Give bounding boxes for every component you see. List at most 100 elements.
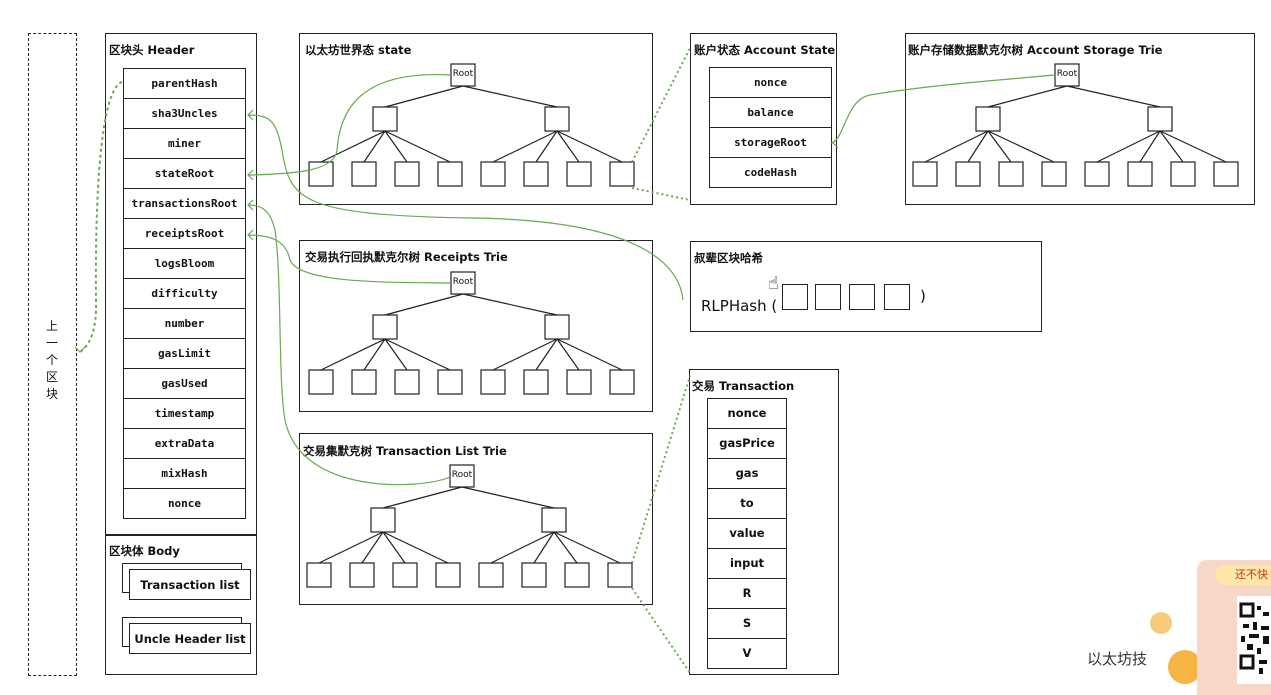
- tx-trie-edge: [382, 486, 463, 509]
- storage-trie-edge: [1096, 130, 1161, 163]
- arrowhead: [247, 229, 254, 241]
- block-body-panel: [105, 535, 257, 675]
- uncle-hash-slot: [815, 284, 841, 310]
- state-trie-leaf-node: [308, 161, 334, 187]
- receipts-trie-title: 交易执行回执默克尔树 Receipts Trie: [305, 250, 508, 264]
- state-trie-leaf-node: [480, 161, 506, 187]
- arrowhead: [247, 169, 254, 181]
- account-state-dotted-link: [631, 187, 691, 201]
- storage-trie-leaf-node: [1127, 161, 1153, 187]
- tx-trie-edge: [382, 531, 406, 564]
- state-trie-edge: [320, 130, 386, 163]
- parenthash-link: [79, 81, 123, 353]
- state-trie-root-label: Root: [452, 69, 474, 79]
- body-transaction-list: Transaction list: [129, 569, 251, 600]
- block-header-panel: [105, 33, 257, 535]
- storage-trie-root-label: Root: [1056, 69, 1078, 79]
- receipts-trie-leaf-node: [609, 369, 635, 395]
- header-field-mixhash: mixHash: [123, 458, 246, 489]
- arrowhead: [74, 346, 86, 353]
- header-field-difficulty: difficulty: [123, 278, 246, 309]
- state-trie-title: 以太坊世界态 state: [305, 43, 412, 57]
- header-field-extradata: extraData: [123, 428, 246, 459]
- transaction-dotted-link: [631, 375, 691, 564]
- state-trie-leaf-node: [351, 161, 377, 187]
- storage-trie-edge: [1139, 130, 1161, 163]
- receipts-trie-leaf-node: [351, 369, 377, 395]
- storage-trie-edge: [987, 130, 1055, 163]
- tx-trie-edge: [553, 531, 621, 564]
- account-state-dotted-link: [631, 47, 691, 163]
- receipts-trie-leaf-node: [394, 369, 420, 395]
- tx-trie-branch-node: [541, 507, 567, 533]
- receipts-trie-edge: [384, 338, 451, 371]
- receipts-trie-leaf-node: [308, 369, 334, 395]
- tx-trie-edge: [382, 531, 449, 564]
- tx-trie-branch-node: [370, 507, 396, 533]
- prev-label-char: 区: [45, 370, 58, 384]
- storageroot-link: [830, 74, 1056, 144]
- state-trie-branch-node: [544, 106, 570, 132]
- transaction-title: 交易 Transaction: [692, 379, 795, 393]
- arrowhead: [247, 109, 254, 121]
- account-state-title: 账户状态 Account State: [694, 43, 836, 57]
- tx-trie-leaf-node: [435, 562, 461, 588]
- header-field-stateroot: stateRoot: [123, 158, 246, 189]
- tx-field-gasprice: gasPrice: [707, 428, 787, 459]
- storage-trie-leaf-node: [1170, 161, 1196, 187]
- tx-trie-edge: [490, 531, 555, 564]
- ad-pill[interactable]: 还不快: [1215, 565, 1271, 585]
- state-trie-leaf-node: [394, 161, 420, 187]
- tx-field-nonce: nonce: [707, 398, 787, 429]
- tx-trie-leaf-node: [349, 562, 375, 588]
- transaction-panel: [689, 369, 839, 675]
- header-field-logsbloom: logsBloom: [123, 248, 246, 279]
- transactionsroot-link: [247, 204, 451, 486]
- rlphash-label: RLPHash (: [701, 297, 778, 315]
- tx-trie-root-label: Root: [451, 470, 473, 480]
- receipts-trie-edge: [320, 338, 386, 371]
- state-trie-leaf-node: [566, 161, 592, 187]
- storage-trie-leaf-node: [1041, 161, 1067, 187]
- receipts-trie-panel: [299, 240, 653, 412]
- header-field-nonce: nonce: [123, 488, 246, 519]
- receipts-trie-leaf-node: [480, 369, 506, 395]
- header-field-number: number: [123, 308, 246, 339]
- rlphash-close: ): [920, 287, 926, 305]
- uncle-hash-title: 叔辈区块哈希: [694, 251, 763, 265]
- state-trie-leaf-node: [523, 161, 549, 187]
- storage-trie-branch-node: [975, 106, 1001, 132]
- receipts-trie-leaf-node: [437, 369, 463, 395]
- account-field-storageroot: storageRoot: [709, 127, 832, 158]
- header-field-gaslimit: gasLimit: [123, 338, 246, 369]
- receiptsroot-link: [247, 234, 452, 284]
- prev-label-char: 上: [45, 319, 58, 333]
- receipts-trie-edge: [535, 338, 558, 371]
- storage-trie-branch-node: [1147, 106, 1173, 132]
- arrowhead: [832, 137, 839, 149]
- receipts-trie-edge: [384, 338, 408, 371]
- tx-trie-leaf-node: [306, 562, 332, 588]
- tx-trie-edge: [533, 531, 555, 564]
- header-field-timestamp: timestamp: [123, 398, 246, 429]
- uncle-hash-panel: [690, 241, 1042, 332]
- state-trie-edge: [492, 130, 558, 163]
- state-trie-edge: [384, 130, 451, 163]
- storage-trie-leaf-node: [955, 161, 981, 187]
- state-trie-leaf-node: [609, 161, 635, 187]
- uncle-hash-slot: [782, 284, 808, 310]
- state-trie-edge: [556, 130, 623, 163]
- storage-trie-edge: [987, 85, 1068, 108]
- uncle-hash-slot: [849, 284, 875, 310]
- receipts-trie-branch-node: [372, 314, 398, 340]
- receipts-trie-leaf-node: [523, 369, 549, 395]
- prev-label-char: 个: [45, 353, 58, 367]
- receipts-trie-edge: [462, 293, 558, 316]
- tx-field-value: value: [707, 518, 787, 549]
- arrowhead: [247, 199, 254, 211]
- storage-trie-panel: [905, 33, 1255, 205]
- account-field-codehash: codeHash: [709, 157, 832, 188]
- storage-trie-edge: [924, 130, 989, 163]
- tx-trie-edge: [318, 531, 384, 564]
